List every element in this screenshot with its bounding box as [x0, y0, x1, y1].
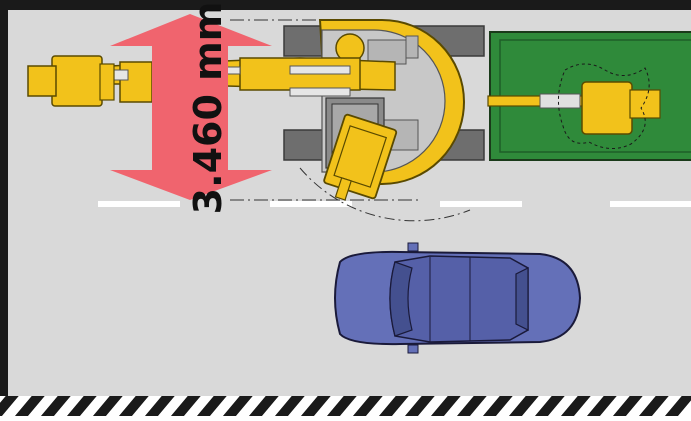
double-arrow	[110, 14, 272, 200]
swing-radius-arc	[299, 167, 471, 222]
bucket-in-truck	[581, 81, 633, 135]
lane-dash	[440, 201, 522, 207]
road-edge-hatching	[0, 396, 691, 416]
rear-window	[515, 267, 529, 331]
hydraulic-cylinder	[289, 87, 351, 97]
dozer-blade	[323, 113, 398, 201]
car-icon	[334, 242, 582, 354]
bucket	[51, 55, 103, 107]
dimension-arrow	[110, 14, 272, 200]
lane-dash	[270, 201, 352, 207]
dimension-label: 3.460 mm	[186, 2, 230, 215]
left-border	[0, 0, 8, 416]
lane-markings	[98, 201, 691, 207]
windshield	[389, 261, 413, 337]
excavator-icon	[27, 19, 465, 201]
lane-dash	[98, 201, 180, 207]
hydraulic-cylinder	[289, 65, 351, 75]
mirror	[407, 242, 419, 252]
dump-truck-icon	[487, 31, 691, 161]
top-border	[0, 0, 691, 10]
mirror	[407, 344, 419, 354]
lane-dash	[610, 201, 691, 207]
